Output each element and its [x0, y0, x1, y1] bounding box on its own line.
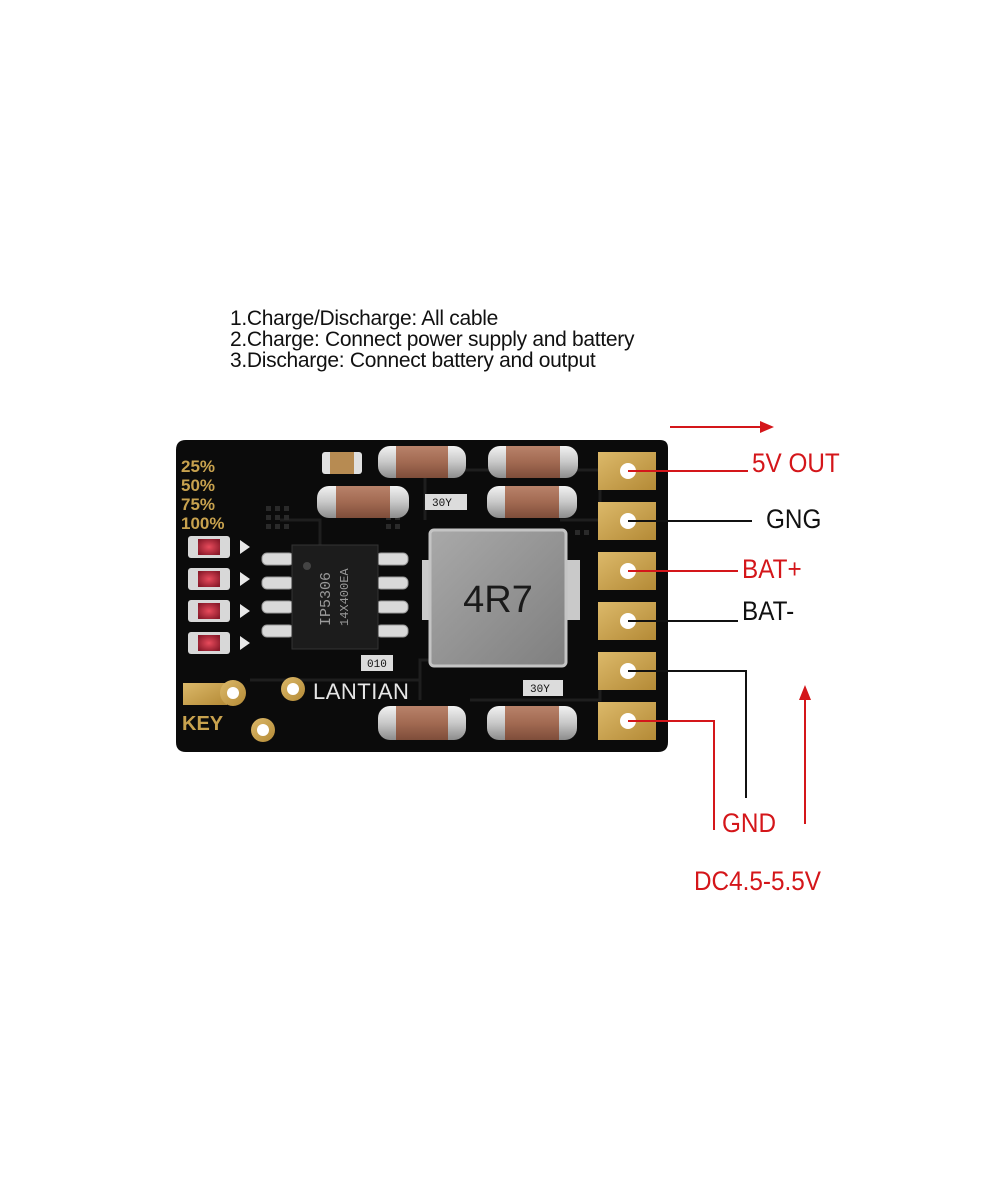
cap-top-1 — [378, 446, 466, 478]
battery-levels: 25% 50% 75% 100% — [181, 457, 224, 533]
cap-top-4 — [487, 486, 577, 518]
key-label: KEY — [182, 713, 224, 735]
level-50: 50% — [181, 476, 215, 495]
cap-bottom-1 — [378, 706, 466, 740]
cap-bottom-2 — [487, 706, 577, 740]
cap-marking-top: 30Y — [425, 494, 467, 510]
label-dc-input: DC4.5-5.5V — [694, 866, 821, 896]
label-gng: GNG — [766, 504, 822, 534]
key-pad: KEY — [182, 680, 275, 742]
ic-chip: IP5306 14X400EA — [261, 544, 409, 650]
led-3 — [188, 600, 250, 622]
level-100: 100% — [181, 514, 224, 533]
label-bat-plus: BAT+ — [742, 554, 802, 584]
instruction-line-2: 2.Charge: Connect power supply and batte… — [230, 328, 635, 351]
led-2 — [188, 568, 250, 590]
mount-via — [281, 677, 305, 701]
label-gnd: GND — [722, 808, 776, 838]
cap-top-3 — [317, 486, 409, 518]
chip-marking-1: IP5306 — [318, 572, 335, 626]
brand-label: LANTIAN — [313, 679, 409, 704]
svg-text:30Y: 30Y — [530, 684, 550, 696]
svg-text:30Y: 30Y — [432, 498, 452, 510]
instructions: 1.Charge/Discharge: All cable 2.Charge: … — [230, 308, 750, 371]
annotation-lines — [628, 421, 811, 830]
led-column — [188, 536, 250, 654]
cap-marking-bottom: 30Y — [523, 680, 563, 696]
pad-gnd — [598, 652, 656, 690]
label-bat-minus: BAT- — [742, 596, 795, 626]
led-1 — [188, 536, 250, 558]
small-parts: 30Y 010 30Y — [361, 494, 563, 696]
level-75: 75% — [181, 495, 215, 514]
pad-bat-minus — [598, 602, 656, 640]
label-5v-out: 5V OUT — [752, 448, 840, 478]
resistor: 010 — [361, 655, 393, 671]
cap-small — [322, 452, 362, 474]
instruction-line-1: 1.Charge/Discharge: All cable — [230, 307, 498, 330]
cap-top-2 — [488, 446, 578, 478]
capacitors — [317, 446, 578, 740]
inductor: 4R7 — [422, 528, 580, 668]
instruction-line-3: 3.Discharge: Connect battery and output — [230, 349, 596, 372]
chip-marking-2: 14X400EA — [338, 568, 352, 626]
svg-text:010: 010 — [367, 659, 387, 671]
inductor-marking: 4R7 — [463, 579, 533, 621]
led-4 — [188, 632, 250, 654]
level-25: 25% — [181, 457, 215, 476]
